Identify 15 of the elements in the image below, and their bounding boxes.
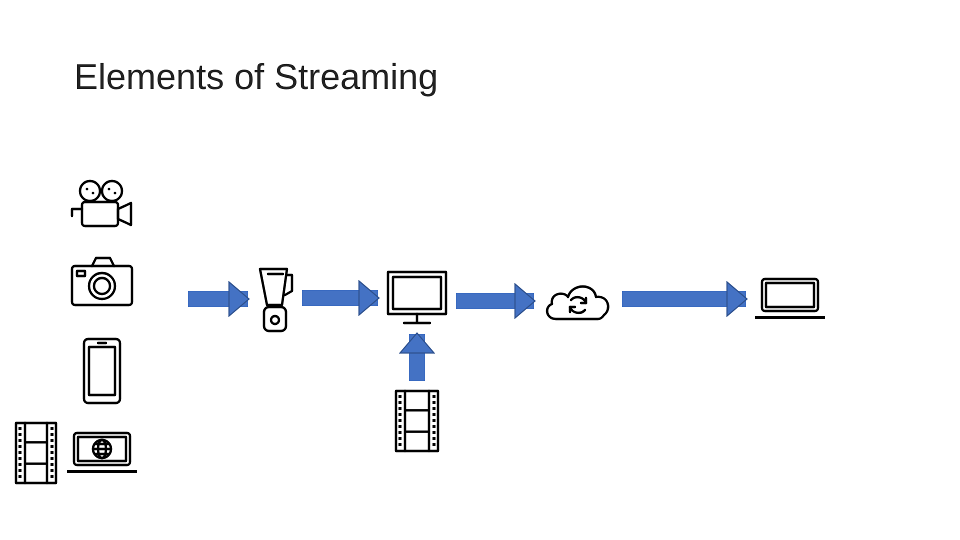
- camera-icon: [70, 255, 134, 307]
- phone-icon: [82, 337, 122, 405]
- monitor-icon: [386, 270, 448, 326]
- blender-icon: [256, 265, 294, 333]
- block-arrow: [399, 332, 435, 381]
- film-icon: [394, 389, 440, 453]
- block-arrow: [188, 281, 250, 317]
- browser-icon: [66, 431, 138, 475]
- slide-title: Elements of Streaming: [74, 56, 438, 98]
- video-camera-icon: [68, 178, 134, 230]
- block-arrow: [302, 280, 380, 316]
- block-arrow: [622, 281, 748, 317]
- film-icon: [14, 421, 58, 485]
- block-arrow: [456, 283, 536, 319]
- laptop-icon: [754, 277, 826, 321]
